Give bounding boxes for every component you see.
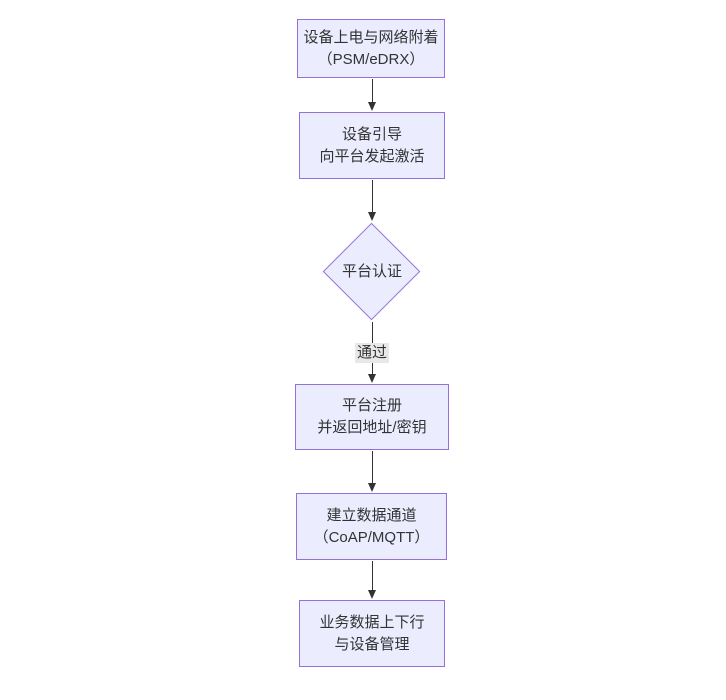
arrow-head-icon: [368, 590, 376, 599]
flow-node-power-network-attach: 设备上电与网络附着 （PSM/eDRX）: [297, 19, 445, 78]
flow-node-platform-register: 平台注册 并返回地址/密钥: [295, 384, 449, 450]
arrow-head-icon: [368, 212, 376, 221]
arrow-line: [371, 451, 373, 483]
flow-node-platform-auth: 平台认证: [322, 222, 422, 322]
arrow-line: [371, 79, 373, 102]
flow-node-device-bootstrap: 设备引导 向平台发起激活: [299, 112, 445, 179]
arrow-head-icon: [368, 374, 376, 383]
arrow-b-c: [368, 180, 376, 221]
node-label: 设备引导 向平台发起激活: [319, 125, 425, 165]
flow-node-data-channel: 建立数据通道 （CoAP/MQTT）: [296, 493, 447, 560]
node-label: 平台认证: [341, 263, 402, 280]
node-label: 业务数据上下行 与设备管理: [319, 613, 425, 653]
flow-node-business-data: 业务数据上下行 与设备管理: [299, 600, 445, 667]
arrow-head-icon: [368, 102, 376, 111]
arrow-head-icon: [368, 483, 376, 492]
node-label: 建立数据通道 （CoAP/MQTT）: [313, 506, 430, 546]
arrow-a-b: [368, 79, 376, 111]
arrow-line: [371, 561, 373, 590]
edge-label-pass: 通过: [354, 343, 390, 363]
node-label: 设备上电与网络附着 （PSM/eDRX）: [303, 28, 439, 68]
arrow-d-e: [368, 451, 376, 492]
node-label: 平台注册 并返回地址/密钥: [317, 397, 427, 436]
arrow-line: [371, 180, 373, 212]
arrow-e-f: [368, 561, 376, 599]
